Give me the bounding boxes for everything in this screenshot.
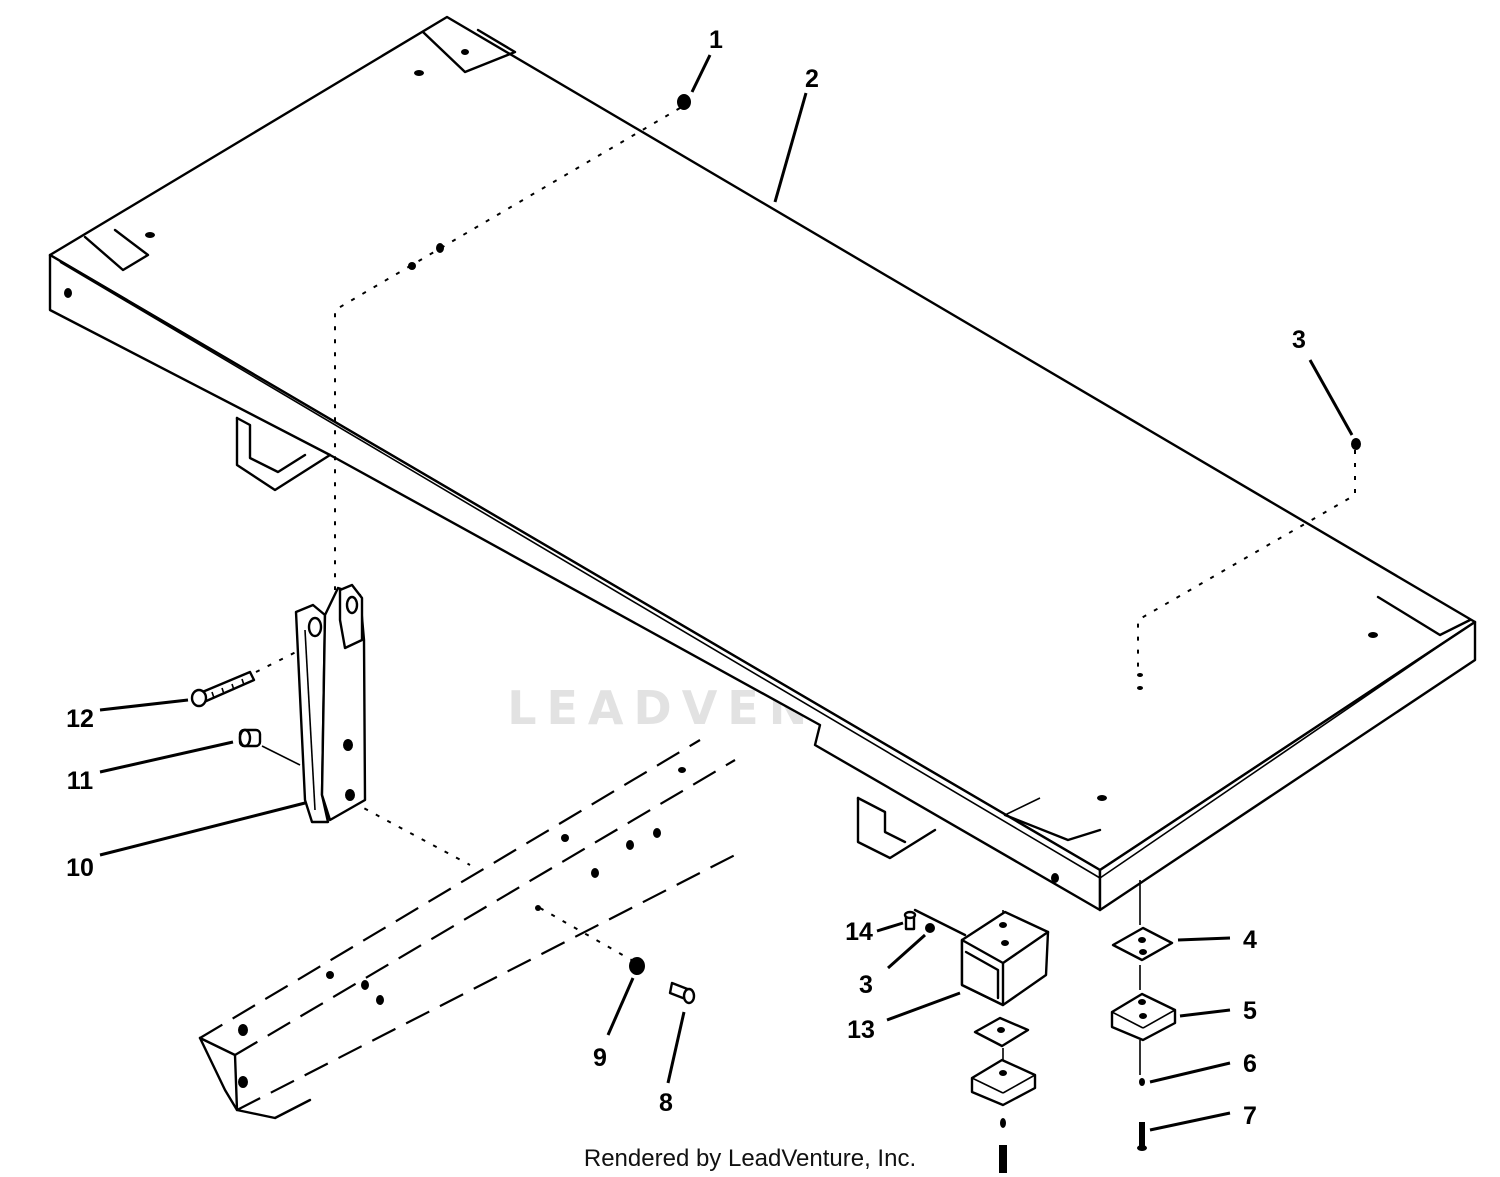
callout-12: 12 bbox=[66, 705, 94, 733]
spacer-11 bbox=[238, 728, 301, 766]
mount-pads-left bbox=[970, 1016, 1037, 1173]
callout-8: 8 bbox=[659, 1089, 673, 1117]
nut-6 bbox=[1139, 1078, 1145, 1086]
platform-deck bbox=[48, 15, 1477, 912]
callout-7: 7 bbox=[1243, 1102, 1257, 1130]
callout-2: 2 bbox=[805, 65, 819, 93]
callout-3-lower: 3 bbox=[859, 971, 873, 999]
pad-4 bbox=[1111, 926, 1174, 962]
screw-14 bbox=[903, 910, 917, 931]
credit-text: Rendered by LeadVenture, Inc. bbox=[584, 1145, 916, 1172]
callout-3-upper: 3 bbox=[1292, 326, 1306, 354]
pad-5 bbox=[1110, 992, 1177, 1042]
callout-labels: 1 2 3 12 11 10 9 8 14 3 13 4 5 6 7 bbox=[66, 26, 1306, 1130]
bolt-12 bbox=[190, 649, 301, 708]
leader-lines bbox=[99, 54, 1354, 1132]
nut-1 bbox=[677, 94, 691, 110]
callout-13: 13 bbox=[847, 1016, 875, 1044]
bolt-7 bbox=[1137, 1122, 1147, 1151]
callout-6: 6 bbox=[1243, 1050, 1257, 1078]
callout-4: 4 bbox=[1243, 926, 1257, 954]
washer-9 bbox=[629, 957, 645, 975]
nut-3-upper bbox=[1351, 438, 1361, 450]
upright-bracket bbox=[294, 583, 367, 824]
bolt-8 bbox=[668, 981, 696, 1005]
callout-1: 1 bbox=[709, 26, 723, 54]
platform-holes bbox=[64, 49, 1378, 883]
nut-3-lower bbox=[925, 923, 935, 933]
callout-9: 9 bbox=[593, 1044, 607, 1072]
callout-5: 5 bbox=[1243, 997, 1257, 1025]
callout-11: 11 bbox=[67, 767, 94, 795]
frame-rail bbox=[198, 739, 736, 1120]
callout-14: 14 bbox=[845, 918, 873, 946]
mount-bracket-13 bbox=[960, 910, 1050, 1007]
callout-10: 10 bbox=[66, 854, 94, 882]
